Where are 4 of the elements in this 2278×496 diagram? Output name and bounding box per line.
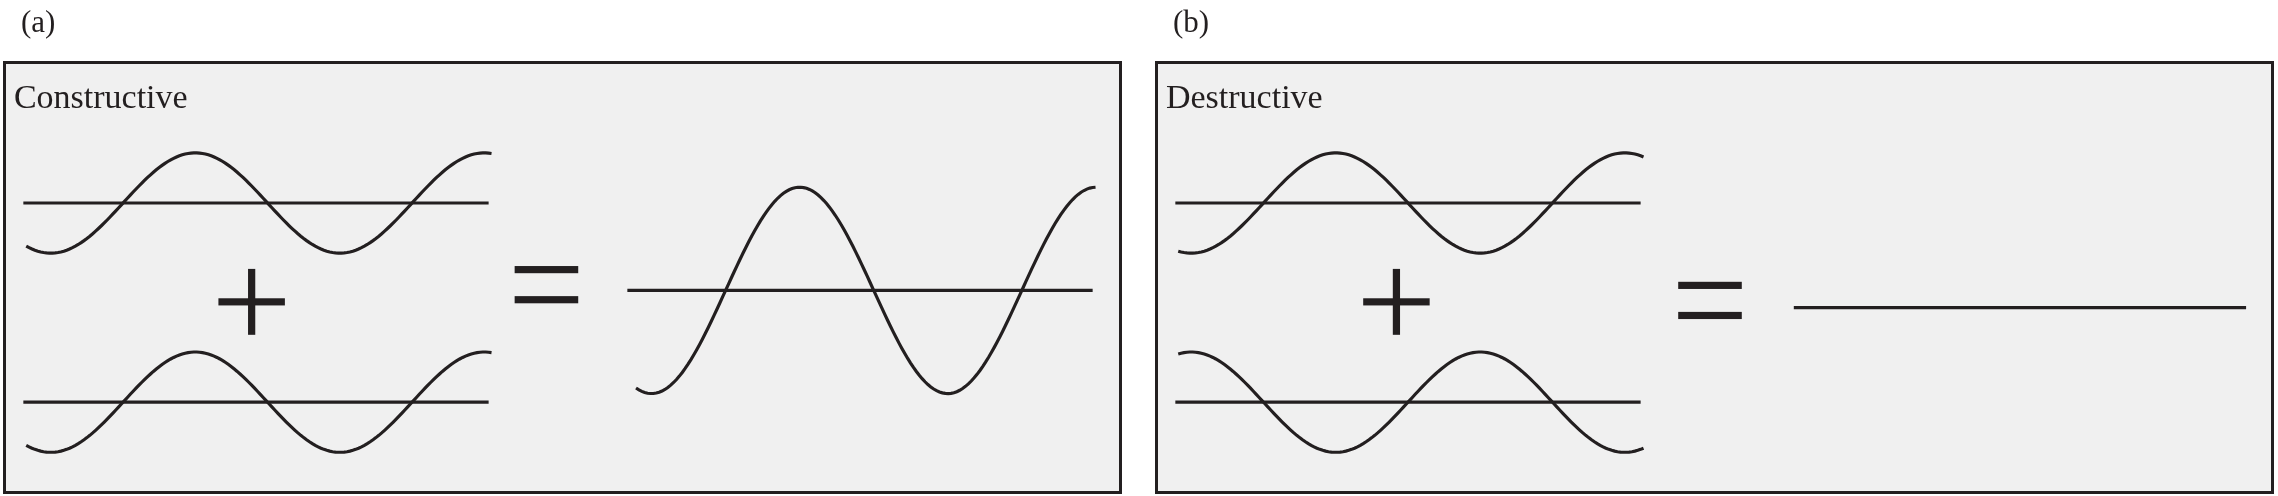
panel-label: (b)	[1172, 3, 1210, 41]
panel-title: Destructive	[1165, 77, 1323, 117]
panel-label: (a)	[20, 3, 56, 41]
panel-title: Constructive	[13, 77, 188, 117]
